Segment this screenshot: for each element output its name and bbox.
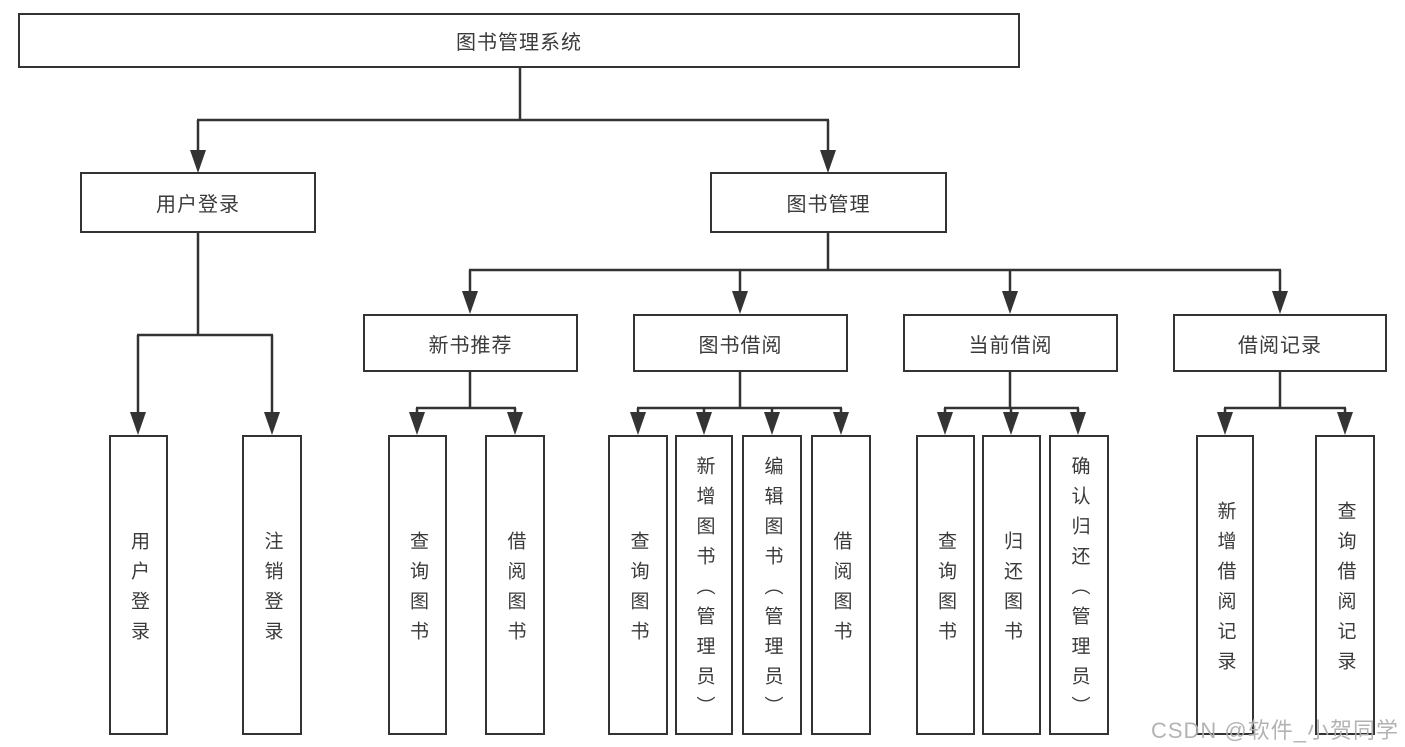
node-label: 用户登录: [128, 530, 149, 651]
leaf-query-borrow-record: 查询借阅记录: [1315, 435, 1375, 735]
node-user-login: 用户登录: [80, 172, 316, 233]
watermark: CSDN @软件_小贺同学: [1150, 718, 1399, 743]
leaf-user-login: 用户登录: [109, 435, 168, 735]
leaf-query-books-recommend: 查询图书: [388, 435, 447, 735]
node-label: 确认归还（管理员）: [1068, 455, 1090, 726]
leaf-logout: 注销登录: [242, 435, 302, 735]
node-new-book-recommend: 新书推荐: [363, 314, 578, 372]
node-label: 查询图书: [407, 530, 428, 651]
leaf-edit-books-admin: 编辑图书（管理员）: [742, 435, 802, 735]
leaf-return-books: 归还图书: [982, 435, 1041, 735]
arrowheads: [130, 150, 1353, 435]
leaf-add-borrow-record: 新增借阅记录: [1196, 435, 1254, 735]
leaf-confirm-return-admin: 确认归还（管理员）: [1049, 435, 1109, 735]
node-label: 借阅记录: [1238, 334, 1322, 357]
leaf-query-books-borrowing: 查询图书: [608, 435, 668, 735]
node-label: 当前借阅: [968, 334, 1053, 357]
node-label: 查询图书: [935, 530, 956, 651]
node-label: 用户登录: [156, 194, 240, 216]
node-label: 新书推荐: [428, 334, 513, 357]
leaf-borrow-books: 借阅图书: [811, 435, 871, 735]
node-label: 图书管理系统: [456, 32, 582, 54]
node-label: 注销登录: [261, 530, 283, 651]
node-library-management-system: 图书管理系统: [18, 13, 1020, 68]
leaf-borrow-books-recommend: 借阅图书: [485, 435, 545, 735]
node-book-management: 图书管理: [710, 172, 947, 233]
node-label: 新增图书（管理员）: [693, 455, 715, 726]
leaf-query-books-current: 查询图书: [916, 435, 975, 735]
node-label: 查询图书: [627, 530, 649, 651]
node-current-borrowing: 当前借阅: [903, 314, 1118, 372]
node-label: 图书借阅: [698, 334, 783, 357]
leaf-add-books-admin: 新增图书（管理员）: [675, 435, 733, 735]
node-label: 图书管理: [786, 194, 871, 216]
node-label: 借阅图书: [504, 530, 526, 651]
node-borrowing-records: 借阅记录: [1173, 314, 1387, 372]
node-label: 新增借阅记录: [1214, 500, 1236, 681]
node-label: 归还图书: [1001, 530, 1022, 651]
node-label: 借阅图书: [830, 530, 852, 651]
node-label: 编辑图书（管理员）: [761, 455, 783, 726]
node-label: 查询借阅记录: [1334, 500, 1356, 681]
node-book-borrowing: 图书借阅: [633, 314, 848, 372]
